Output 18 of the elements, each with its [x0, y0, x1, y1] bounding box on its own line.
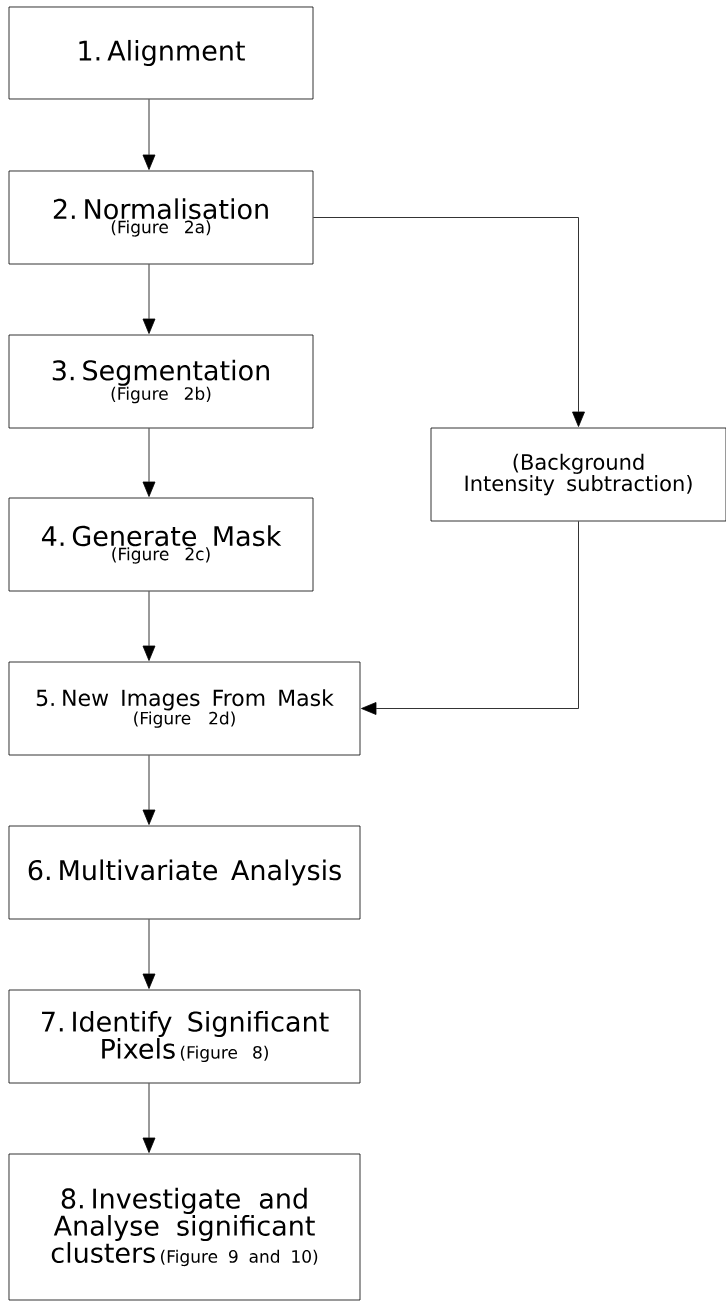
arrow	[142, 919, 156, 989]
arrow	[142, 99, 156, 170]
process-box: 8. Investigate and Analyse significant clusters (Figure 9 and 10)	[8, 1153, 361, 1301]
process-box: 7. Identify Significant Pixels (Figure 8)	[8, 989, 361, 1084]
arrow	[142, 428, 156, 497]
process-box: 6. Multivariate Analysis	[8, 825, 361, 920]
arrow	[142, 264, 156, 334]
process-box: 5. New Images From Mask (Figure 2d)	[8, 661, 361, 756]
arrow	[142, 755, 156, 825]
process-box: (Background Intensity subtraction)	[430, 427, 726, 522]
arrow	[142, 591, 156, 661]
process-box: 3. Segmentation (Figure 2b)	[8, 334, 314, 429]
arrow	[313, 217, 585, 427]
arrow	[361, 521, 579, 715]
arrow	[142, 1083, 156, 1153]
process-box: 1. Alignment	[8, 6, 314, 100]
process-box: 4. Generate Mask (Figure 2c)	[8, 497, 314, 592]
process-box: 2. Normalisation (Figure 2a)	[8, 170, 314, 265]
